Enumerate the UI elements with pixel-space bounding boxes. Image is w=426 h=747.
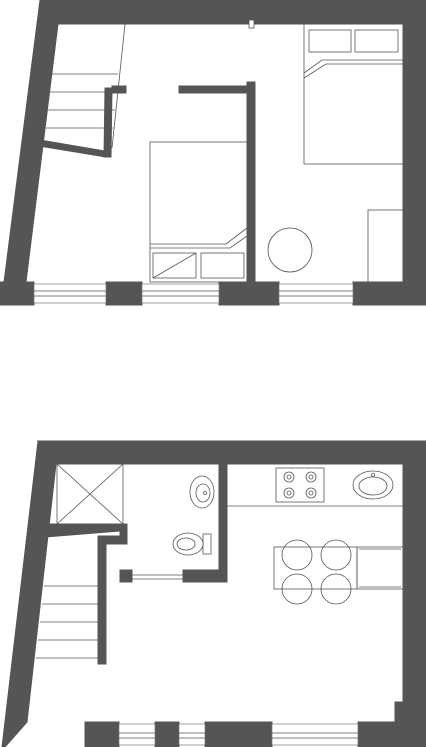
- upper-partition-wall: [178, 81, 256, 283]
- upper-right-wall: [402, 23, 426, 283]
- lower-bottom-wall-seg-4: [357, 721, 399, 747]
- lower-windows: [118, 723, 359, 746]
- lower-right-bottom-corner: [394, 701, 426, 747]
- upper-partition-v: [246, 81, 256, 283]
- lower-right-wall: [402, 463, 426, 709]
- cooktop: [275, 467, 325, 503]
- burner-2: [305, 471, 317, 483]
- upper-stair-wall-v: [103, 87, 113, 158]
- lower-window-3: [271, 723, 359, 746]
- bed-double-pillow-2: [354, 29, 399, 53]
- upper-bottom-wall-seg-3: [218, 281, 280, 306]
- bathroom-wall-right: [218, 463, 228, 583]
- burner-1: [283, 471, 295, 483]
- upper-stair-wall-h: [38, 139, 107, 158]
- chair-1: [281, 539, 313, 571]
- bed-single-pillow-1: [152, 252, 197, 279]
- chair-4: [320, 573, 352, 605]
- upper-outer-walls: [0, 0, 426, 306]
- side-cabinet: [356, 546, 404, 590]
- lower-outer-walls: [1, 439, 426, 747]
- upper-floor-plan: [0, 0, 426, 306]
- lower-bottom-wall-seg-3: [204, 721, 273, 747]
- upper-round-table: [267, 227, 313, 273]
- burner-3: [283, 487, 295, 499]
- bed-double: [303, 23, 404, 165]
- lower-left-wall: [1, 439, 57, 747]
- upper-cabinet: [367, 209, 404, 283]
- upper-bottom-wall-seg-4: [352, 281, 426, 306]
- washbasin: [189, 475, 215, 509]
- bathroom-walls: [45, 463, 228, 665]
- lower-bottom-wall-seg-2: [154, 721, 180, 747]
- upper-bottom-wall-seg-1: [0, 281, 35, 306]
- upper-windows: [33, 283, 354, 304]
- kitchen-counter: [227, 467, 403, 507]
- upper-top-wall: [39, 0, 426, 25]
- upper-window-1: [33, 283, 107, 304]
- bathroom-fixtures: [172, 475, 215, 556]
- lower-stair-wall-connector: [105, 535, 128, 545]
- kitchen-sink: [352, 470, 394, 500]
- shower-tray: [56, 463, 124, 525]
- bathroom-wall-bottom-right: [182, 569, 228, 583]
- bathroom-wall-stub-left: [119, 569, 133, 583]
- burner-4: [305, 487, 317, 499]
- toilet: [172, 532, 204, 556]
- upper-top-vent: [248, 19, 255, 29]
- lower-top-wall: [36, 440, 426, 465]
- upper-window-3: [278, 283, 354, 304]
- upper-stair-wall-stub: [111, 85, 127, 94]
- lower-stair-wall-right: [97, 535, 107, 665]
- upper-staircase: [38, 23, 127, 158]
- bed-single: [149, 141, 248, 283]
- chair-3: [281, 573, 313, 605]
- upper-window-2: [141, 283, 220, 304]
- lower-window-2: [178, 723, 206, 746]
- lower-staircase: [36, 585, 98, 659]
- lower-bottom-wall-seg-1: [84, 721, 120, 747]
- bed-double-pillow-1: [308, 29, 352, 53]
- upper-left-wall: [3, 0, 59, 283]
- lower-window-1: [118, 723, 156, 746]
- bed-single-pillow-2: [200, 252, 245, 279]
- dining-table: [273, 539, 404, 605]
- chair-2: [320, 539, 352, 571]
- lower-floor-plan: [1, 439, 426, 747]
- upper-partition-h: [178, 85, 248, 94]
- upper-bottom-wall-seg-2: [105, 281, 143, 306]
